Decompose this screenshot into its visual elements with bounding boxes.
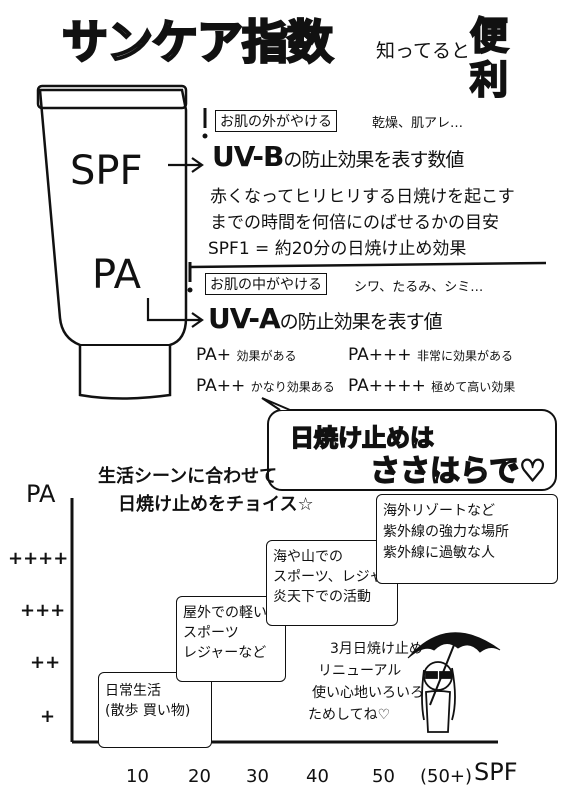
pa-heading-main: UV-A: [208, 302, 281, 335]
y-axis-label: PA: [26, 480, 56, 508]
pa-heading: UV-Aの防止効果を表す値: [208, 302, 443, 335]
bubble-outline: [267, 409, 557, 491]
spf-note-tail: 乾燥、肌アレ…: [372, 116, 464, 131]
x-tick: 50: [372, 766, 395, 787]
x-tick: 10: [126, 766, 149, 787]
pa-level-3: PA+++ 非常に効果がある: [348, 345, 513, 365]
spf-arrow: [168, 157, 204, 173]
title-sub: 知ってると: [376, 40, 471, 62]
pa-level-1: PA+ 効果がある: [196, 345, 297, 365]
y-tick: ++++: [8, 548, 69, 569]
spf-desc-3: SPF1 = 約20分の日焼け止め効果: [208, 239, 467, 259]
page-title: サンケア指数: [61, 14, 335, 71]
spf-heading-rest: の防止効果を表す数値: [283, 149, 464, 171]
spf-desc-2: までの時間を何倍にのばせるかの目安: [210, 213, 499, 233]
x-tick: 30: [246, 766, 269, 787]
x-tick: 40: [306, 766, 329, 787]
spf-heading: UV-Bの防止効果を表す数値: [212, 140, 464, 173]
spf-heading-main: UV-B: [212, 140, 284, 173]
renewal-memo: 3月日焼け止め リニューアル 使い心地いろいろ ためしてね♡: [308, 641, 424, 723]
tube-outline: [38, 88, 188, 400]
pa-arrow: [146, 298, 204, 328]
pa-heading-rest: の防止効果を表す値: [279, 311, 443, 333]
title-emphasis: 便利: [469, 13, 509, 103]
scene-box-daily: 日常生活 (散歩 買い物): [98, 672, 212, 748]
chart-heading-1: 生活シーンに合わせて: [98, 466, 278, 487]
pa-note: お肌の中がやける: [205, 273, 327, 295]
bubble-line-1: 日焼け止めは: [289, 423, 435, 453]
chart-heading-2: 日焼け止めをチョイス☆: [118, 494, 314, 515]
exclamation-icon: [202, 108, 208, 139]
x-tick: (50+): [420, 766, 473, 787]
y-tick: ++: [30, 652, 61, 673]
pa-level-4: PA++++ 極めて高い効果: [348, 376, 516, 396]
y-tick: +++: [20, 600, 66, 621]
tube-spf-label: SPF: [70, 148, 143, 194]
exclamation-icon: [187, 262, 193, 293]
bubble-line-2: ささはらで♡: [369, 453, 547, 490]
x-tick: 20: [188, 766, 211, 787]
pa-note-tail: シワ、たるみ、シミ…: [354, 280, 484, 295]
spf-note: お肌の外がやける: [215, 110, 337, 132]
y-tick: +: [40, 706, 56, 727]
person-illustration: [421, 661, 456, 733]
scene-box-resort: 海外リゾートなど 紫外線の強力な場所 紫外線に過敏な人: [376, 494, 558, 584]
spf-desc-1: 赤くなってヒリヒリする日焼けを起こす: [210, 187, 515, 207]
pa-level-2: PA++ かなり効果ある: [196, 376, 335, 396]
section-divider: [189, 261, 547, 269]
tube-cap: [36, 84, 188, 110]
x-axis-label: SPF: [474, 758, 518, 786]
tube-pa-label: PA: [92, 252, 141, 298]
